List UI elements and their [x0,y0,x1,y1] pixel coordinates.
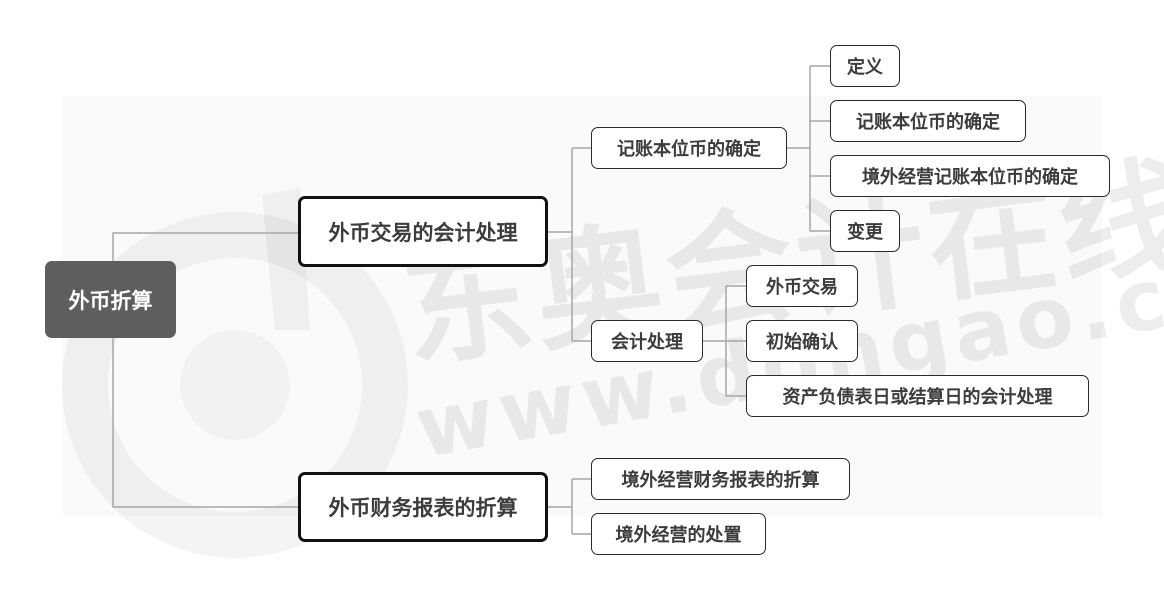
node-label: 境外经营记账本位币的确定 [862,167,1078,188]
node-label: 记账本位币的确定 [617,139,761,160]
node-label: 记账本位币的确定 [856,112,1000,133]
node-initial-recognition[interactable]: 初始确认 [746,320,858,362]
node-overseas-functional-currency[interactable]: 境外经营记账本位币的确定 [830,155,1110,197]
node-label: 境外经营财务报表的折算 [621,470,820,491]
node-foreign-currency-transaction[interactable]: 外币交易 [746,265,858,307]
node-label: 变更 [847,222,883,243]
node-change[interactable]: 变更 [830,210,900,252]
node-definition[interactable]: 定义 [830,45,900,87]
node-overseas-statement-translation[interactable]: 境外经营财务报表的折算 [591,458,850,500]
node-accounting-treatment[interactable]: 会计处理 [591,320,703,362]
root-node[interactable]: 外币折算 [45,261,176,338]
node-label: 境外经营的处置 [615,525,742,546]
node-functional-currency-determination[interactable]: 记账本位币的确定 [591,127,787,169]
node-functional-currency-determination-detail[interactable]: 记账本位币的确定 [830,100,1026,142]
node-label: 外币交易 [766,277,838,298]
node-overseas-disposal[interactable]: 境外经营的处置 [591,513,766,555]
node-financial-statement-translation[interactable]: 外币财务报表的折算 [298,472,548,542]
node-foreign-currency-transactions[interactable]: 外币交易的会计处理 [298,196,548,267]
root-node-label: 外币折算 [68,288,153,313]
node-label: 资产负债表日或结算日的会计处理 [782,387,1053,408]
node-label: 初始确认 [766,332,838,353]
node-label: 外币财务报表的折算 [328,496,518,520]
node-label: 定义 [847,57,883,78]
node-label: 外币交易的会计处理 [328,220,518,245]
node-label: 会计处理 [611,332,683,353]
node-balance-sheet-date-treatment[interactable]: 资产负债表日或结算日的会计处理 [746,375,1089,417]
